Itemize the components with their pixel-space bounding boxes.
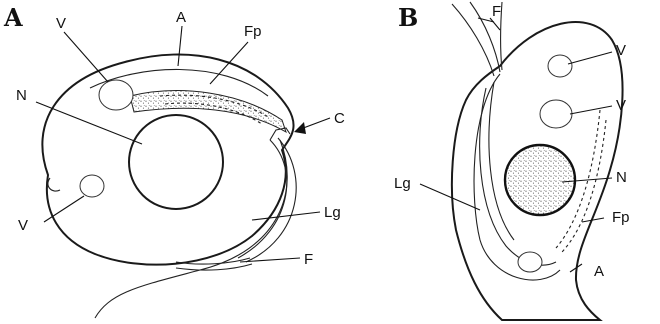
panel-b-label-f: F (492, 3, 501, 20)
panel-a-vacuole-top (99, 80, 133, 110)
panel-b-label-v-top: V (616, 42, 626, 59)
panel-b-nucleus (505, 145, 575, 215)
panel-a-label-a: A (176, 9, 186, 26)
panel-a-label-f: F (304, 251, 313, 268)
panel-b-label-a: A (594, 263, 604, 280)
panel-b-label-v-middle: V (616, 97, 626, 114)
panel-a-label-n: N (16, 87, 27, 104)
panel-a-vacuole-bottom (80, 175, 104, 197)
panel-a-nucleus (129, 115, 223, 209)
panel-b-label-lg: Lg (394, 175, 411, 192)
panel-a-label-v-top: V (56, 15, 66, 32)
panel-a-label-v-bottom: V (18, 217, 28, 234)
panel-b-flagellum (452, 4, 494, 76)
panel-a-label-c: C (334, 110, 345, 127)
panel-b: B F V V Lg N Fp (394, 2, 630, 320)
panel-a-label-fp: Fp (244, 23, 262, 40)
panel-b-label-n: N (616, 169, 627, 186)
panel-b-label-fp: Fp (612, 209, 630, 226)
panel-a-label-lg: Lg (324, 204, 341, 221)
panel-a-letter: A (3, 3, 23, 32)
panel-a: A V A Fp N (3, 3, 345, 318)
panel-b-vacuole-middle (540, 100, 572, 128)
panel-b-letter: B (398, 3, 418, 32)
panel-a-cell-body (42, 54, 293, 264)
panel-b-vacuole-top (548, 55, 572, 77)
